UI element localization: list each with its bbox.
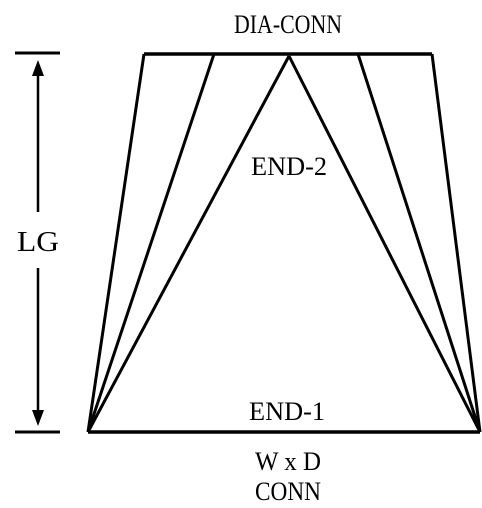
left-inner-fold-line [86, 53, 216, 433]
bottom-label-line1: W x D [255, 447, 321, 476]
dimension-label: LG [17, 227, 59, 258]
left-outer-edge [86, 53, 146, 433]
dimension-arrow-up-icon [32, 60, 44, 76]
center-left-fold-line [86, 55, 291, 433]
bottom-label-line2: CONN [255, 477, 321, 506]
inner-upper-label: END-2 [251, 152, 327, 181]
right-inner-fold-line [356, 53, 482, 433]
dimension-arrow-down-icon [32, 410, 44, 426]
inner-lower-label: END-1 [249, 397, 325, 426]
top-label: DIA-CONN [234, 10, 342, 39]
right-outer-edge [430, 53, 482, 433]
center-right-fold-line [287, 55, 482, 433]
